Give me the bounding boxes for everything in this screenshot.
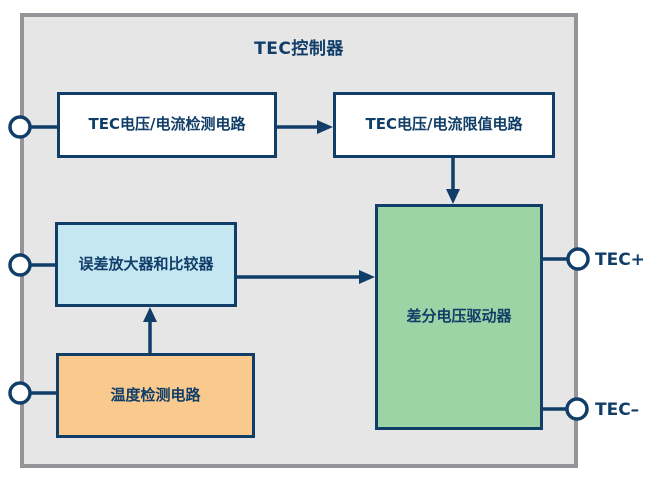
tec-minus-label: TEC–	[595, 400, 640, 420]
diagram-title: TEC控制器	[254, 39, 344, 59]
block-differential-driver: 差分电压驱动器	[375, 204, 543, 430]
block-temperature-circuit: 温度检测电路	[56, 353, 255, 438]
block-temperature-label: 温度检测电路	[110, 385, 201, 404]
output-port-tec-plus	[566, 247, 590, 271]
arrowhead-erramp-to-driver	[359, 270, 375, 284]
input-port-temp	[8, 381, 32, 405]
block-sense-circuit: TEC电压/电流检测电路	[57, 92, 277, 158]
input-port-sense	[8, 115, 32, 139]
output-port-tec-minus	[565, 397, 589, 421]
block-sense-label: TEC电压/电流检测电路	[88, 115, 246, 134]
tec-plus-label: TEC+	[595, 250, 645, 270]
block-differential-driver-label: 差分电压驱动器	[406, 307, 512, 326]
input-port-erramp	[8, 253, 32, 277]
arrowhead-sense-to-limit	[317, 120, 333, 134]
block-error-amplifier: 误差放大器和比较器	[55, 222, 237, 307]
block-limit-label: TEC电压/电流限值电路	[365, 115, 523, 134]
block-error-amplifier-label: 误差放大器和比较器	[78, 254, 214, 273]
arrowhead-limit-to-driver	[446, 189, 460, 204]
block-limit-circuit: TEC电压/电流限值电路	[333, 92, 555, 158]
arrowhead-temp-to-erramp	[143, 307, 157, 322]
